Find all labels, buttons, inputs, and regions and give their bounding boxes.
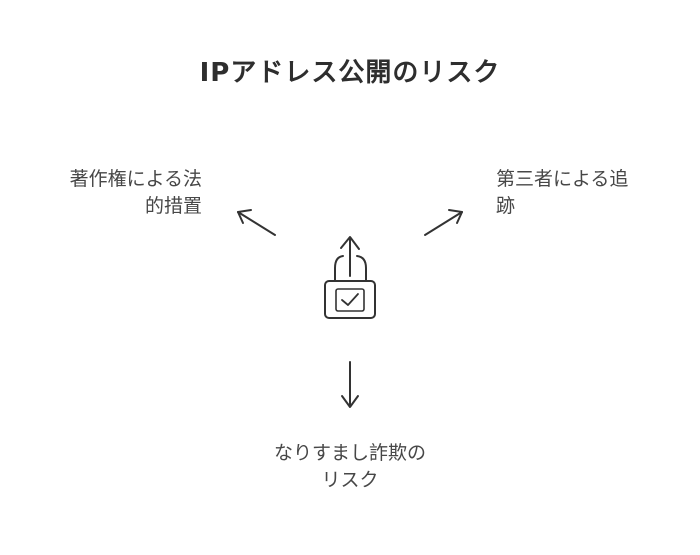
arrow-to-bottom-risk [341, 361, 359, 408]
diagram-title: IPアドレス公開のリスク [199, 58, 501, 88]
arrow-to-right-risk [424, 209, 463, 236]
risk-label-line: 跡 [496, 195, 516, 217]
risk-label-impersonation: なりすまし詐欺の リスク [200, 440, 500, 494]
risk-label-line: 第三者による追 [496, 168, 629, 190]
risk-label-line: リスク [321, 469, 379, 491]
risk-label-line: 的措置 [144, 195, 202, 217]
arrow-to-left-risk [237, 209, 276, 236]
lock-upload-icon [324, 236, 376, 319]
risk-label-line: 著作権による法 [69, 168, 202, 190]
risk-label-legal-action: 著作権による法 的措置 [20, 166, 202, 220]
risk-label-tracking: 第三者による追 跡 [496, 166, 686, 220]
risk-label-line: なりすまし詐欺の [273, 442, 426, 464]
